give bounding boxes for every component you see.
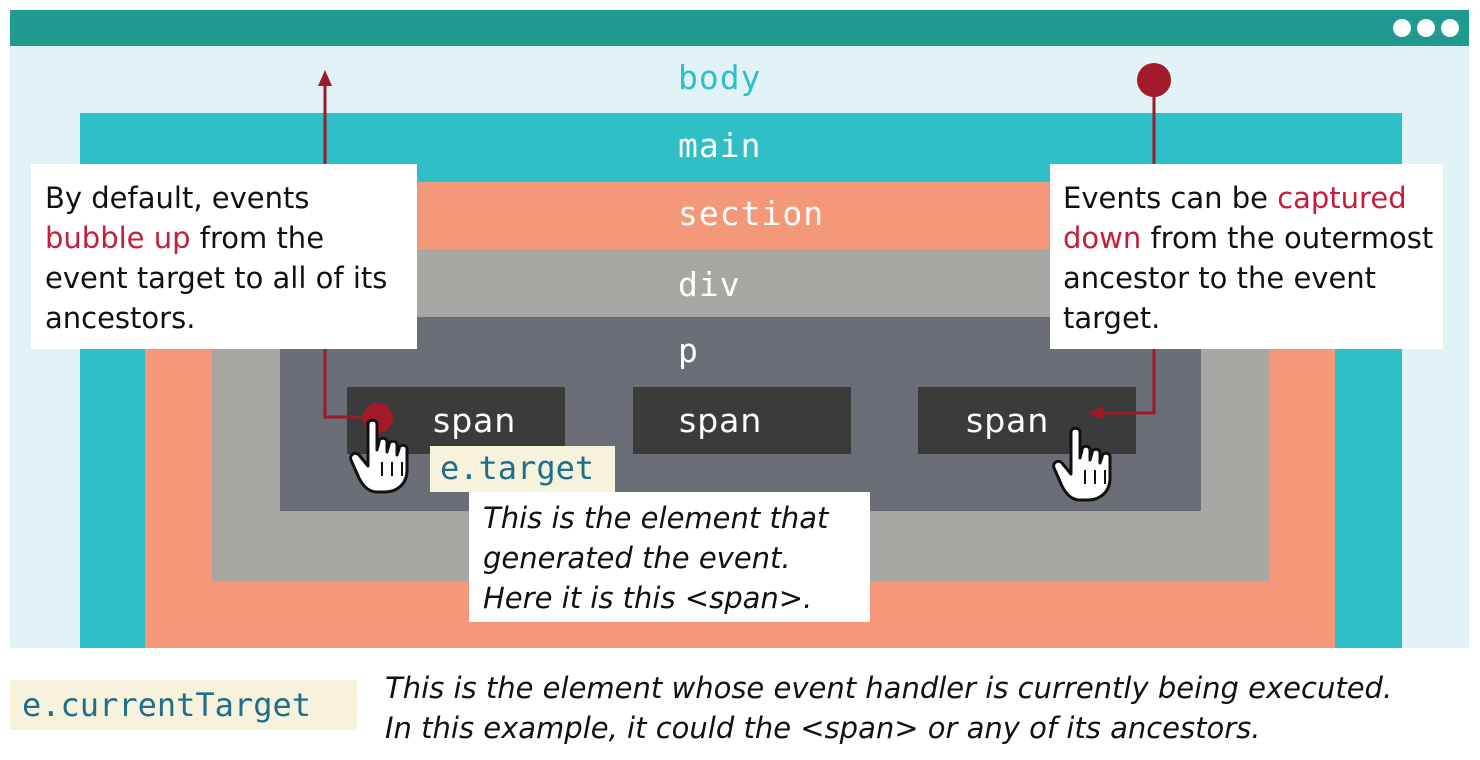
span-box-capture[interactable]: span <box>918 387 1136 454</box>
span-label: span <box>433 401 517 440</box>
more-dots-icon[interactable] <box>1417 19 1435 37</box>
capture-highlight: captured down <box>1063 181 1407 255</box>
target-description: This is the element that generated the e… <box>469 492 870 622</box>
bubble-text-before: By default, events <box>45 181 310 215</box>
section-label: section <box>678 194 825 233</box>
p-label: p <box>678 331 699 370</box>
more-dots-icon[interactable] <box>1393 19 1411 37</box>
bubble-highlight: bubble up <box>45 221 191 255</box>
current-target-description-line: This is the element whose event handler … <box>385 671 1393 705</box>
current-target-description-line: In this example, it could the <span> or … <box>385 711 1261 745</box>
span-box-middle[interactable]: span <box>633 387 851 454</box>
main-label: main <box>678 126 762 165</box>
target-description-line: This is the element that <box>483 501 829 535</box>
more-dots-icon[interactable] <box>1441 19 1459 37</box>
span-label: span <box>966 401 1050 440</box>
span-label: span <box>679 401 763 440</box>
e-current-target-label: e.currentTarget <box>10 680 357 730</box>
target-description-line: Here it is this <span>. <box>483 581 813 615</box>
capture-text-after: from the outermost ancestor to the event… <box>1063 221 1434 335</box>
arrow-up-icon <box>318 70 332 86</box>
body-label: body <box>678 58 762 97</box>
target-description-line: generated the event. <box>483 541 791 575</box>
bubble-text-after: from the event target to all of its ance… <box>45 221 388 335</box>
window-titlebar <box>10 10 1469 46</box>
capture-text-before: Events can be <box>1063 181 1278 215</box>
arrow-left-icon <box>1088 406 1103 420</box>
bubble-callout: By default, events bubble up from the ev… <box>31 164 417 349</box>
capture-callout: Events can be captured down from the out… <box>1050 164 1443 349</box>
current-target-description: This is the element whose event handler … <box>385 668 1475 748</box>
div-label: div <box>678 265 741 304</box>
hand-pointer-icon <box>1052 426 1112 502</box>
hand-pointer-icon <box>349 418 409 494</box>
e-target-label: e.target <box>430 446 615 492</box>
